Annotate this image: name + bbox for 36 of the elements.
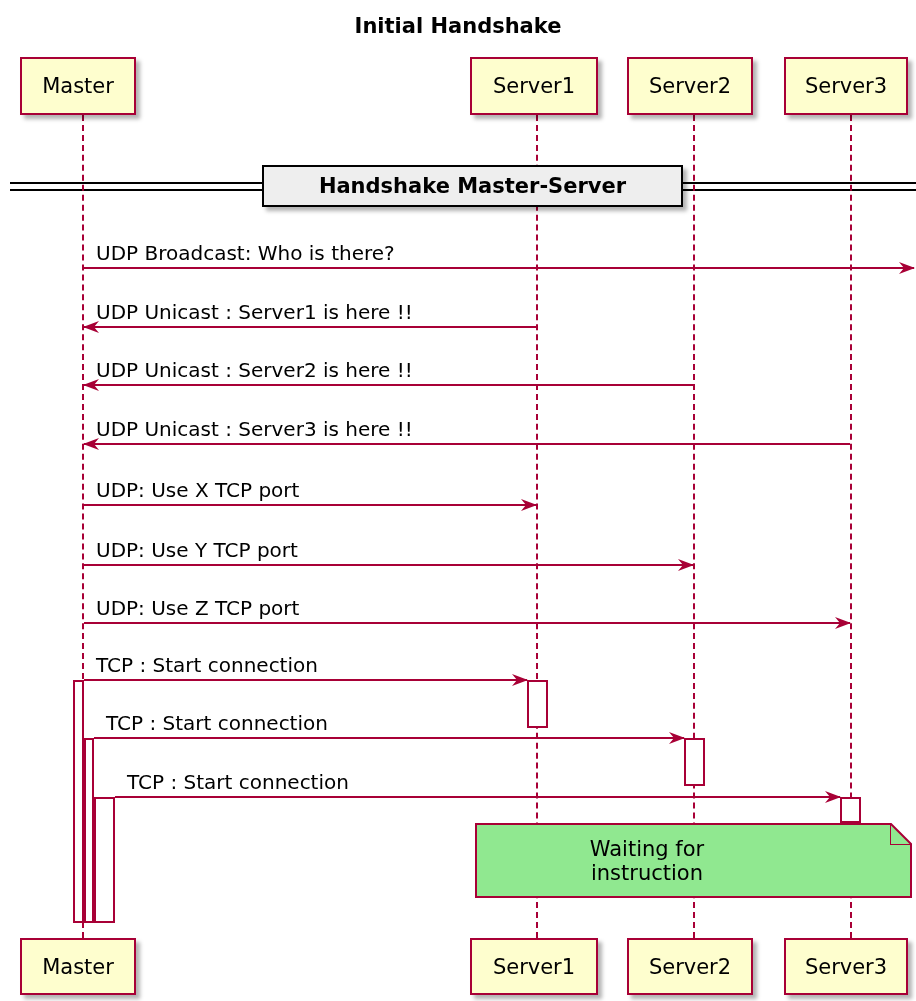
message-label: TCP : Start connection — [96, 653, 318, 677]
message-label: UDP Unicast : Server2 is here !! — [96, 358, 413, 382]
participant-box: Server1 — [470, 938, 598, 995]
participant-box: Master — [20, 938, 136, 995]
message-arrow — [83, 262, 915, 274]
message-label: UDP Unicast : Server1 is here !! — [96, 300, 413, 324]
activation-bar — [684, 738, 705, 786]
message-arrow — [83, 674, 528, 686]
activation-bar — [84, 738, 94, 923]
message-arrow — [83, 617, 851, 629]
message-arrow — [83, 499, 537, 511]
participant-box: Server2 — [627, 938, 753, 995]
note: Waiting for instruction — [475, 823, 912, 898]
participant-box: Server3 — [784, 938, 908, 995]
message-arrow — [114, 791, 841, 803]
activation-bar — [840, 797, 861, 823]
message-label: UDP: Use Z TCP port — [96, 596, 300, 620]
message-arrow — [83, 438, 851, 450]
message-label: TCP : Start connection — [127, 770, 349, 794]
message-label: UDP Unicast : Server3 is here !! — [96, 417, 413, 441]
activation-bar — [73, 680, 84, 923]
participant-box: Server3 — [784, 57, 908, 115]
message-label: UDP: Use Y TCP port — [96, 538, 298, 562]
activation-bar — [527, 680, 548, 728]
activation-bar — [94, 797, 115, 923]
message-label: TCP : Start connection — [106, 711, 328, 735]
message-arrow — [93, 732, 685, 744]
participant-box: Server1 — [470, 57, 598, 115]
message-label: UDP Broadcast: Who is there? — [96, 241, 395, 265]
message-arrow — [83, 321, 537, 333]
diagram-title: Initial Handshake — [353, 14, 563, 38]
message-arrow — [83, 559, 694, 571]
message-arrow — [83, 379, 694, 391]
participant-box: Master — [20, 57, 136, 115]
message-label: UDP: Use X TCP port — [96, 478, 300, 502]
participant-box: Server2 — [627, 57, 753, 115]
